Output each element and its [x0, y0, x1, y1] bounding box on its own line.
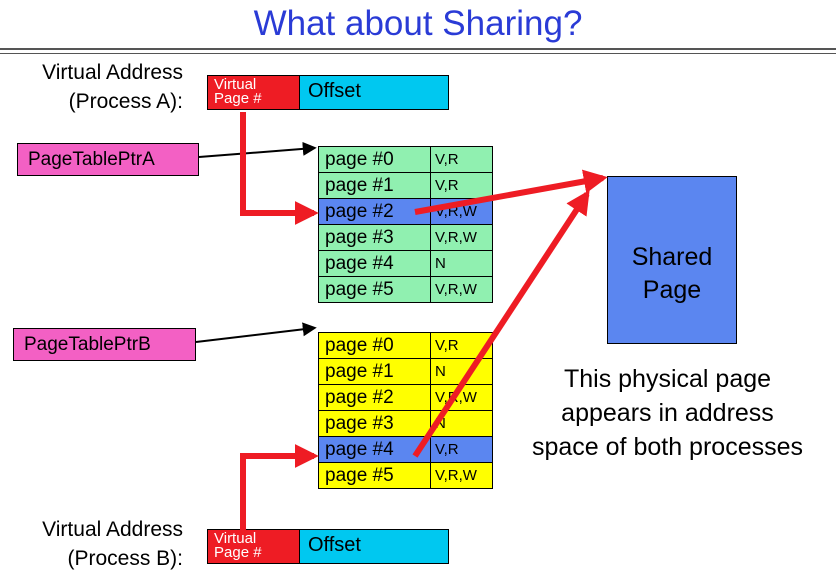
offset-b: Offset [300, 530, 448, 563]
vpn-b-line2: Page # [214, 544, 262, 561]
table-b-page-cell: page #2 [318, 384, 431, 411]
process-a-label: Virtual Address (Process A): [10, 58, 183, 116]
page-table-ptr-a: PageTablePtrA [17, 143, 199, 176]
shared-page-line2: Page [642, 276, 702, 304]
table-a-page-cell: page #0 [318, 146, 431, 173]
table-a-page-cell: page #5 [318, 276, 431, 303]
table-b-page-cell: page #3 [318, 410, 431, 437]
process-a-label-line1: Virtual Address [42, 61, 183, 84]
process-b-label: Virtual Address (Process B): [10, 515, 183, 573]
page-a2-to-shared-arrow [414, 169, 608, 215]
vpn-b-line1: Virtual [214, 530, 257, 547]
shared-page-line1: Shared [631, 243, 713, 271]
table-a-flags-cell: V,R [430, 172, 493, 199]
table-b-page-cell: page #5 [318, 462, 431, 489]
table-a-flags-cell: V,R [430, 146, 493, 173]
shared-page-caption: This physical page appears in address sp… [505, 362, 830, 464]
table-b-flags-cell: V,R,W [430, 462, 493, 489]
virtual-address-a: Virtual Page # Offset [207, 75, 449, 110]
ptr-a-arrow [198, 141, 317, 158]
table-a-page-cell: page #1 [318, 172, 431, 199]
title-divider-thick [0, 48, 836, 50]
virtual-address-b: Virtual Page # Offset [207, 529, 449, 564]
table-a-flags-cell: N [430, 250, 493, 277]
table-a-flags-cell: V,R,W [430, 224, 493, 251]
offset-a: Offset [300, 76, 448, 109]
title-divider-thin [0, 53, 836, 54]
ptr-b-arrow [195, 322, 317, 343]
table-b-page-cell: page #4 [318, 436, 431, 463]
table-a-flags-cell: V,R,W [430, 276, 493, 303]
vpn-a-line1: Virtual [214, 76, 257, 93]
process-b-label-line2: (Process B): [67, 547, 183, 570]
slide-title: What about Sharing? [253, 4, 583, 43]
caption-line1: This physical page [563, 365, 772, 393]
caption-line3: space of both processes [532, 433, 803, 461]
vpn-a-index-arrow [240, 112, 319, 225]
caption-line2: appears in address [561, 399, 774, 427]
vpn-b-index-arrow [240, 444, 319, 530]
page-b4-to-shared-arrow [412, 189, 590, 458]
virtual-page-number-a: Virtual Page # [208, 76, 300, 109]
vpn-a-line2: Page # [214, 90, 262, 107]
page-table-ptr-b: PageTablePtrB [13, 328, 196, 361]
virtual-page-number-b: Virtual Page # [208, 530, 300, 563]
table-a-page-cell: page #2 [318, 198, 431, 225]
table-b-page-cell: page #1 [318, 358, 431, 385]
table-a-page-cell: page #4 [318, 250, 431, 277]
shared-physical-page: Shared Page [607, 176, 737, 344]
process-a-label-line2: (Process A): [68, 90, 183, 113]
process-b-label-line1: Virtual Address [42, 518, 183, 541]
